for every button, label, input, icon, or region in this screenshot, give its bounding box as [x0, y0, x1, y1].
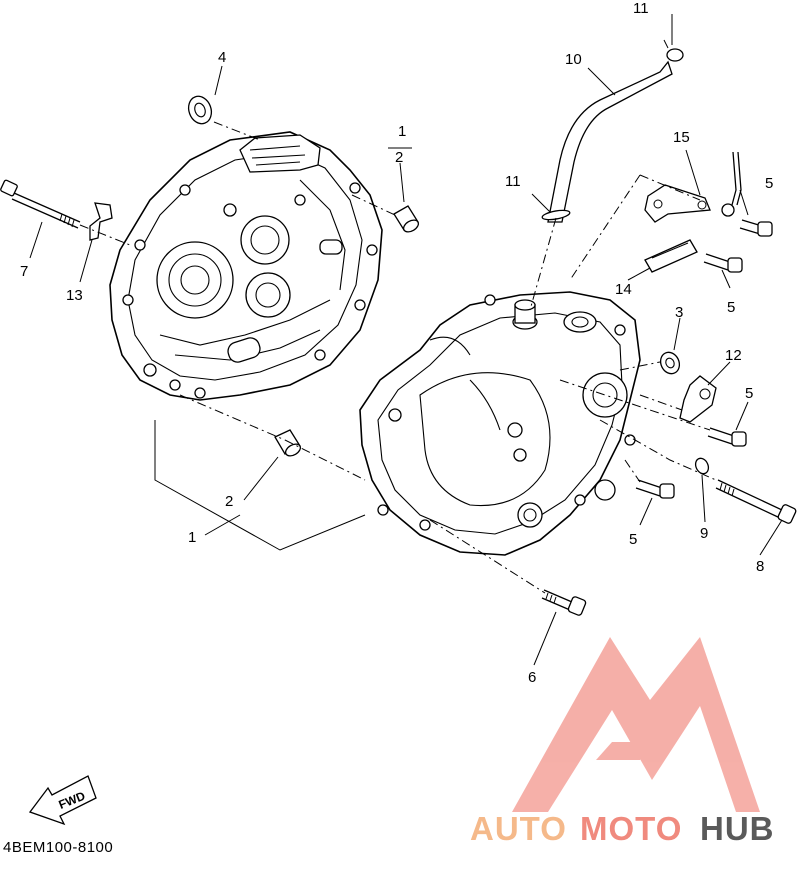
drawing-code: 4BEM100-8100	[3, 839, 113, 856]
wire-lead	[721, 151, 742, 217]
callout-1-lower: 1	[188, 529, 196, 546]
callout-9: 9	[700, 525, 708, 542]
part-2-dowel-lower	[274, 429, 302, 457]
brand-moto: MOTO	[580, 810, 682, 847]
automotohub-logo	[512, 637, 760, 812]
assembly-lines	[29, 14, 783, 666]
brand-auto: AUTO	[470, 810, 567, 847]
callout-15: 15	[673, 129, 690, 146]
part-12-bracket	[679, 375, 717, 423]
part-5-bolt-b	[703, 253, 743, 273]
callout-2-upper: 2	[395, 149, 403, 166]
callout-14: 14	[615, 281, 632, 298]
callout-3: 3	[675, 304, 683, 321]
part-4-seal	[187, 95, 213, 125]
part-11-clip-upper	[663, 39, 684, 62]
part-6-bolt	[541, 589, 587, 616]
automotohub-wordmark: AUTO MOTO HUB	[470, 810, 775, 847]
callout-5-b: 5	[727, 299, 735, 316]
part-15-plate	[644, 184, 711, 223]
callout-5-d: 5	[629, 531, 637, 548]
part-13-clamp	[89, 202, 113, 241]
part-8-bolt	[715, 479, 797, 524]
callout-1-upper: 1	[398, 123, 406, 140]
part-2-dowel-upper	[393, 205, 420, 233]
part-11-clip-lower	[541, 209, 571, 221]
fwd-arrow: FWD	[28, 775, 97, 826]
callout-5-a: 5	[765, 175, 773, 192]
callouts: 1 2 1 2 3 4 5 5 5 5 6 7 8 9 10 11 11 12 …	[20, 0, 773, 686]
part-10-breather-hose	[547, 60, 673, 223]
callout-12: 12	[725, 347, 742, 364]
part-14-gasket	[644, 239, 698, 273]
part-3-washer	[659, 351, 681, 375]
left-crankcase-half	[109, 131, 383, 401]
callout-13: 13	[66, 287, 83, 304]
callout-6: 6	[528, 669, 536, 686]
part-5-bolt-a	[739, 219, 773, 237]
callout-5-c: 5	[745, 385, 753, 402]
right-crankcase-half	[359, 291, 641, 556]
part-5-bolt-c	[707, 427, 747, 447]
callout-4: 4	[218, 49, 226, 66]
part-5-bolt-d	[635, 479, 675, 499]
callout-8: 8	[756, 558, 764, 575]
part-9-washer	[694, 457, 710, 475]
callout-11-lower: 11	[505, 173, 521, 190]
callout-11-upper: 11	[633, 0, 649, 17]
callout-2-lower: 2	[225, 493, 233, 510]
callout-10: 10	[565, 51, 582, 68]
callout-7: 7	[20, 263, 28, 280]
brand-hub: HUB	[700, 810, 775, 847]
part-7-bolt	[0, 179, 81, 229]
